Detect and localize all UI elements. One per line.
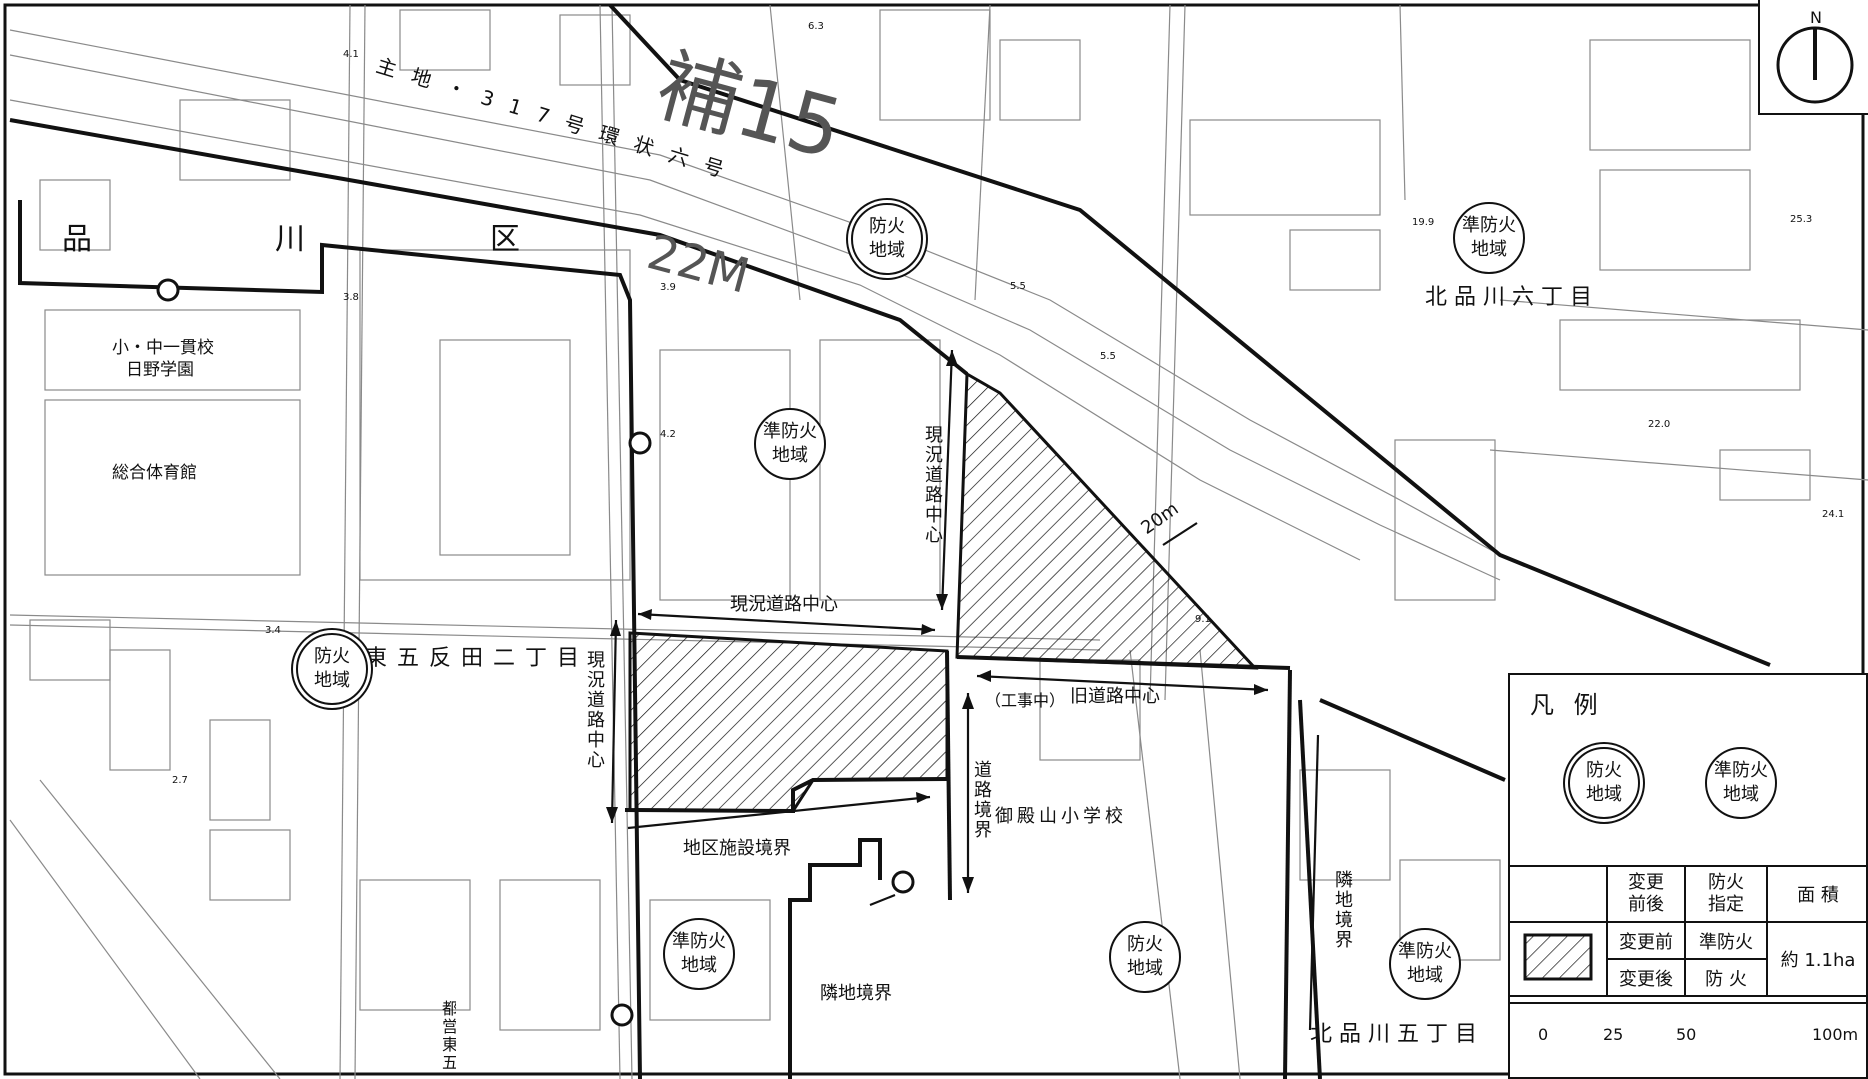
- scale-tick-100m: 100m: [1812, 1025, 1859, 1044]
- zone-badge-line-1: 準防火: [1462, 215, 1516, 236]
- legend-row-1-designation: 準防火: [1684, 921, 1768, 960]
- legend-header-change-text: 変更前後: [1628, 872, 1664, 915]
- legend-header-area: 面 積: [1766, 865, 1868, 923]
- zone-badge-line-2: 地域: [681, 955, 717, 976]
- legend-header-change: 変更前後: [1606, 865, 1686, 923]
- dimension-lines: [610, 349, 1320, 1031]
- label-current-road-center-v2: 現況道路中心: [584, 650, 605, 770]
- scale-tick-25: 25: [1603, 1025, 1624, 1044]
- scale-tick-50: 50: [1676, 1025, 1697, 1044]
- base-map: [9, 4, 1868, 1079]
- legend-table: 変更前後 防火指定 面 積 変更前 準防火 約 1.1ha 変更後 防 火: [1508, 865, 1868, 997]
- legend-header-blank: [1508, 865, 1608, 923]
- north-label: N: [1810, 8, 1822, 27]
- housing-label: 都営東五反田二丁目アパ…: [440, 1000, 456, 1075]
- elevation-5: 5.5: [1100, 351, 1116, 362]
- zone-badge-semi-fire-center: 準防火 地域: [754, 408, 826, 480]
- legend-area-value: 約 1.1ha: [1766, 921, 1868, 997]
- legend-row-1-change: 変更前: [1606, 921, 1686, 960]
- elevation-13: 24.1: [1822, 509, 1845, 520]
- label-district-facility-boundary: 地区施設境界: [683, 838, 791, 859]
- label-old-road-center: 旧道路中心: [1070, 686, 1160, 707]
- ward-char-1: 品: [62, 222, 92, 257]
- elevation-12: 22.0: [1648, 419, 1671, 430]
- school-2-name: 御殿山小学校: [995, 806, 1127, 827]
- elevation-7: 3.8: [343, 292, 359, 303]
- elevation-6: 4.2: [660, 429, 676, 440]
- zone-badge-line-1: 準防火: [763, 421, 817, 442]
- legend-row-2-change: 変更後: [1606, 958, 1686, 997]
- legend-panel: 凡 例 防火 地域 準防火 地域 変更前後 防火指定 面 積 変更前 準防火 約…: [1508, 673, 1868, 1079]
- area-kita-shinagawa-6: 北品川六丁目: [1425, 285, 1600, 310]
- scale-tick-0: 0: [1538, 1025, 1549, 1044]
- area-kita-shinagawa-5: 北品川五丁目: [1310, 1022, 1485, 1047]
- legend-fire-badge: 防火 地域: [1568, 747, 1640, 819]
- school-1-name: 小・中一貫校: [112, 338, 214, 358]
- area-higashi-gotanda: 東五反田二丁目: [365, 646, 590, 671]
- elevation-10: 19.9: [1412, 217, 1435, 228]
- legend-header-designation-text: 防火指定: [1708, 872, 1744, 915]
- elevation-8: 3.4: [265, 625, 281, 636]
- legend-semi-fire-line-1: 準防火: [1714, 760, 1768, 781]
- zone-badge-line-1: 防火: [1127, 934, 1163, 955]
- boundary-markers: [156, 278, 915, 1027]
- legend-semi-fire-line-2: 地域: [1723, 784, 1759, 805]
- zone-badge-line-2: 地域: [314, 670, 350, 691]
- legend-divider: [1508, 1002, 1868, 1004]
- elevation-1: 6.3: [808, 21, 824, 32]
- legend-header-designation: 防火指定: [1684, 865, 1768, 923]
- label-adjacent-boundary-1: 隣地境界: [820, 983, 892, 1004]
- zone-badge-fire-school: 防火 地域: [1109, 921, 1181, 993]
- zone-badge-semi-fire-northeast: 準防火 地域: [1453, 202, 1525, 274]
- elevation-2: 4.1: [343, 49, 359, 60]
- label-current-road-center-h: 現況道路中心: [730, 594, 838, 615]
- north-arrow-icon: [1776, 26, 1854, 104]
- ward-char-3: 区: [490, 222, 520, 257]
- gym-name: 総合体育館: [112, 463, 197, 483]
- legend-row-2-designation: 防 火: [1684, 958, 1768, 997]
- compass-box: N: [1758, 0, 1868, 115]
- zone-badge-line-2: 地域: [1471, 239, 1507, 260]
- zone-badge-line-2: 地域: [869, 240, 905, 261]
- zone-badge-fire-west: 防火 地域: [296, 633, 368, 705]
- dimension-arrowheads: [606, 350, 1268, 893]
- zone-badge-fire-north: 防火 地域: [851, 203, 923, 275]
- elevation-4: 5.5: [1010, 281, 1026, 292]
- legend-fire-line-2: 地域: [1586, 784, 1622, 805]
- construction-label: （工事中）: [985, 691, 1066, 710]
- map-frame: [3, 3, 1865, 1076]
- elevation-3: 3.9: [660, 282, 676, 293]
- legend-hatch-sample-cell: [1508, 921, 1608, 997]
- zone-badge-line-1: 防火: [869, 216, 905, 237]
- label-adjacent-boundary-2: 隣地境界: [1332, 870, 1353, 950]
- zone-badge-line-1: 防火: [314, 646, 350, 667]
- zone-badge-line-2: 地域: [1127, 958, 1163, 979]
- hatch-swatch-icon: [1523, 933, 1593, 980]
- elevation-9: 2.7: [172, 775, 188, 786]
- ward-char-2: 川: [275, 222, 305, 257]
- legend-title: 凡 例: [1530, 691, 1604, 719]
- zone-badge-line-2: 地域: [1407, 965, 1443, 986]
- zone-badge-line-1: 準防火: [1398, 941, 1452, 962]
- zone-badge-semi-fire-south: 準防火 地域: [663, 918, 735, 990]
- zone-badge-line-1: 準防火: [672, 931, 726, 952]
- elevation-14: 9.1: [1195, 614, 1211, 625]
- label-road-boundary: 道路境界: [971, 760, 992, 840]
- legend-semi-fire-badge: 準防火 地域: [1705, 747, 1777, 819]
- legend-fire-line-1: 防火: [1586, 760, 1622, 781]
- district-boundaries: [9, 3, 1771, 1079]
- elevation-11: 25.3: [1790, 214, 1813, 225]
- zone-badge-line-2: 地域: [772, 445, 808, 466]
- zone-badge-semi-fire-southeast: 準防火 地域: [1389, 928, 1461, 1000]
- school-1-subname: 日野学園: [126, 360, 194, 380]
- label-current-road-center-v1: 現況道路中心: [922, 425, 943, 545]
